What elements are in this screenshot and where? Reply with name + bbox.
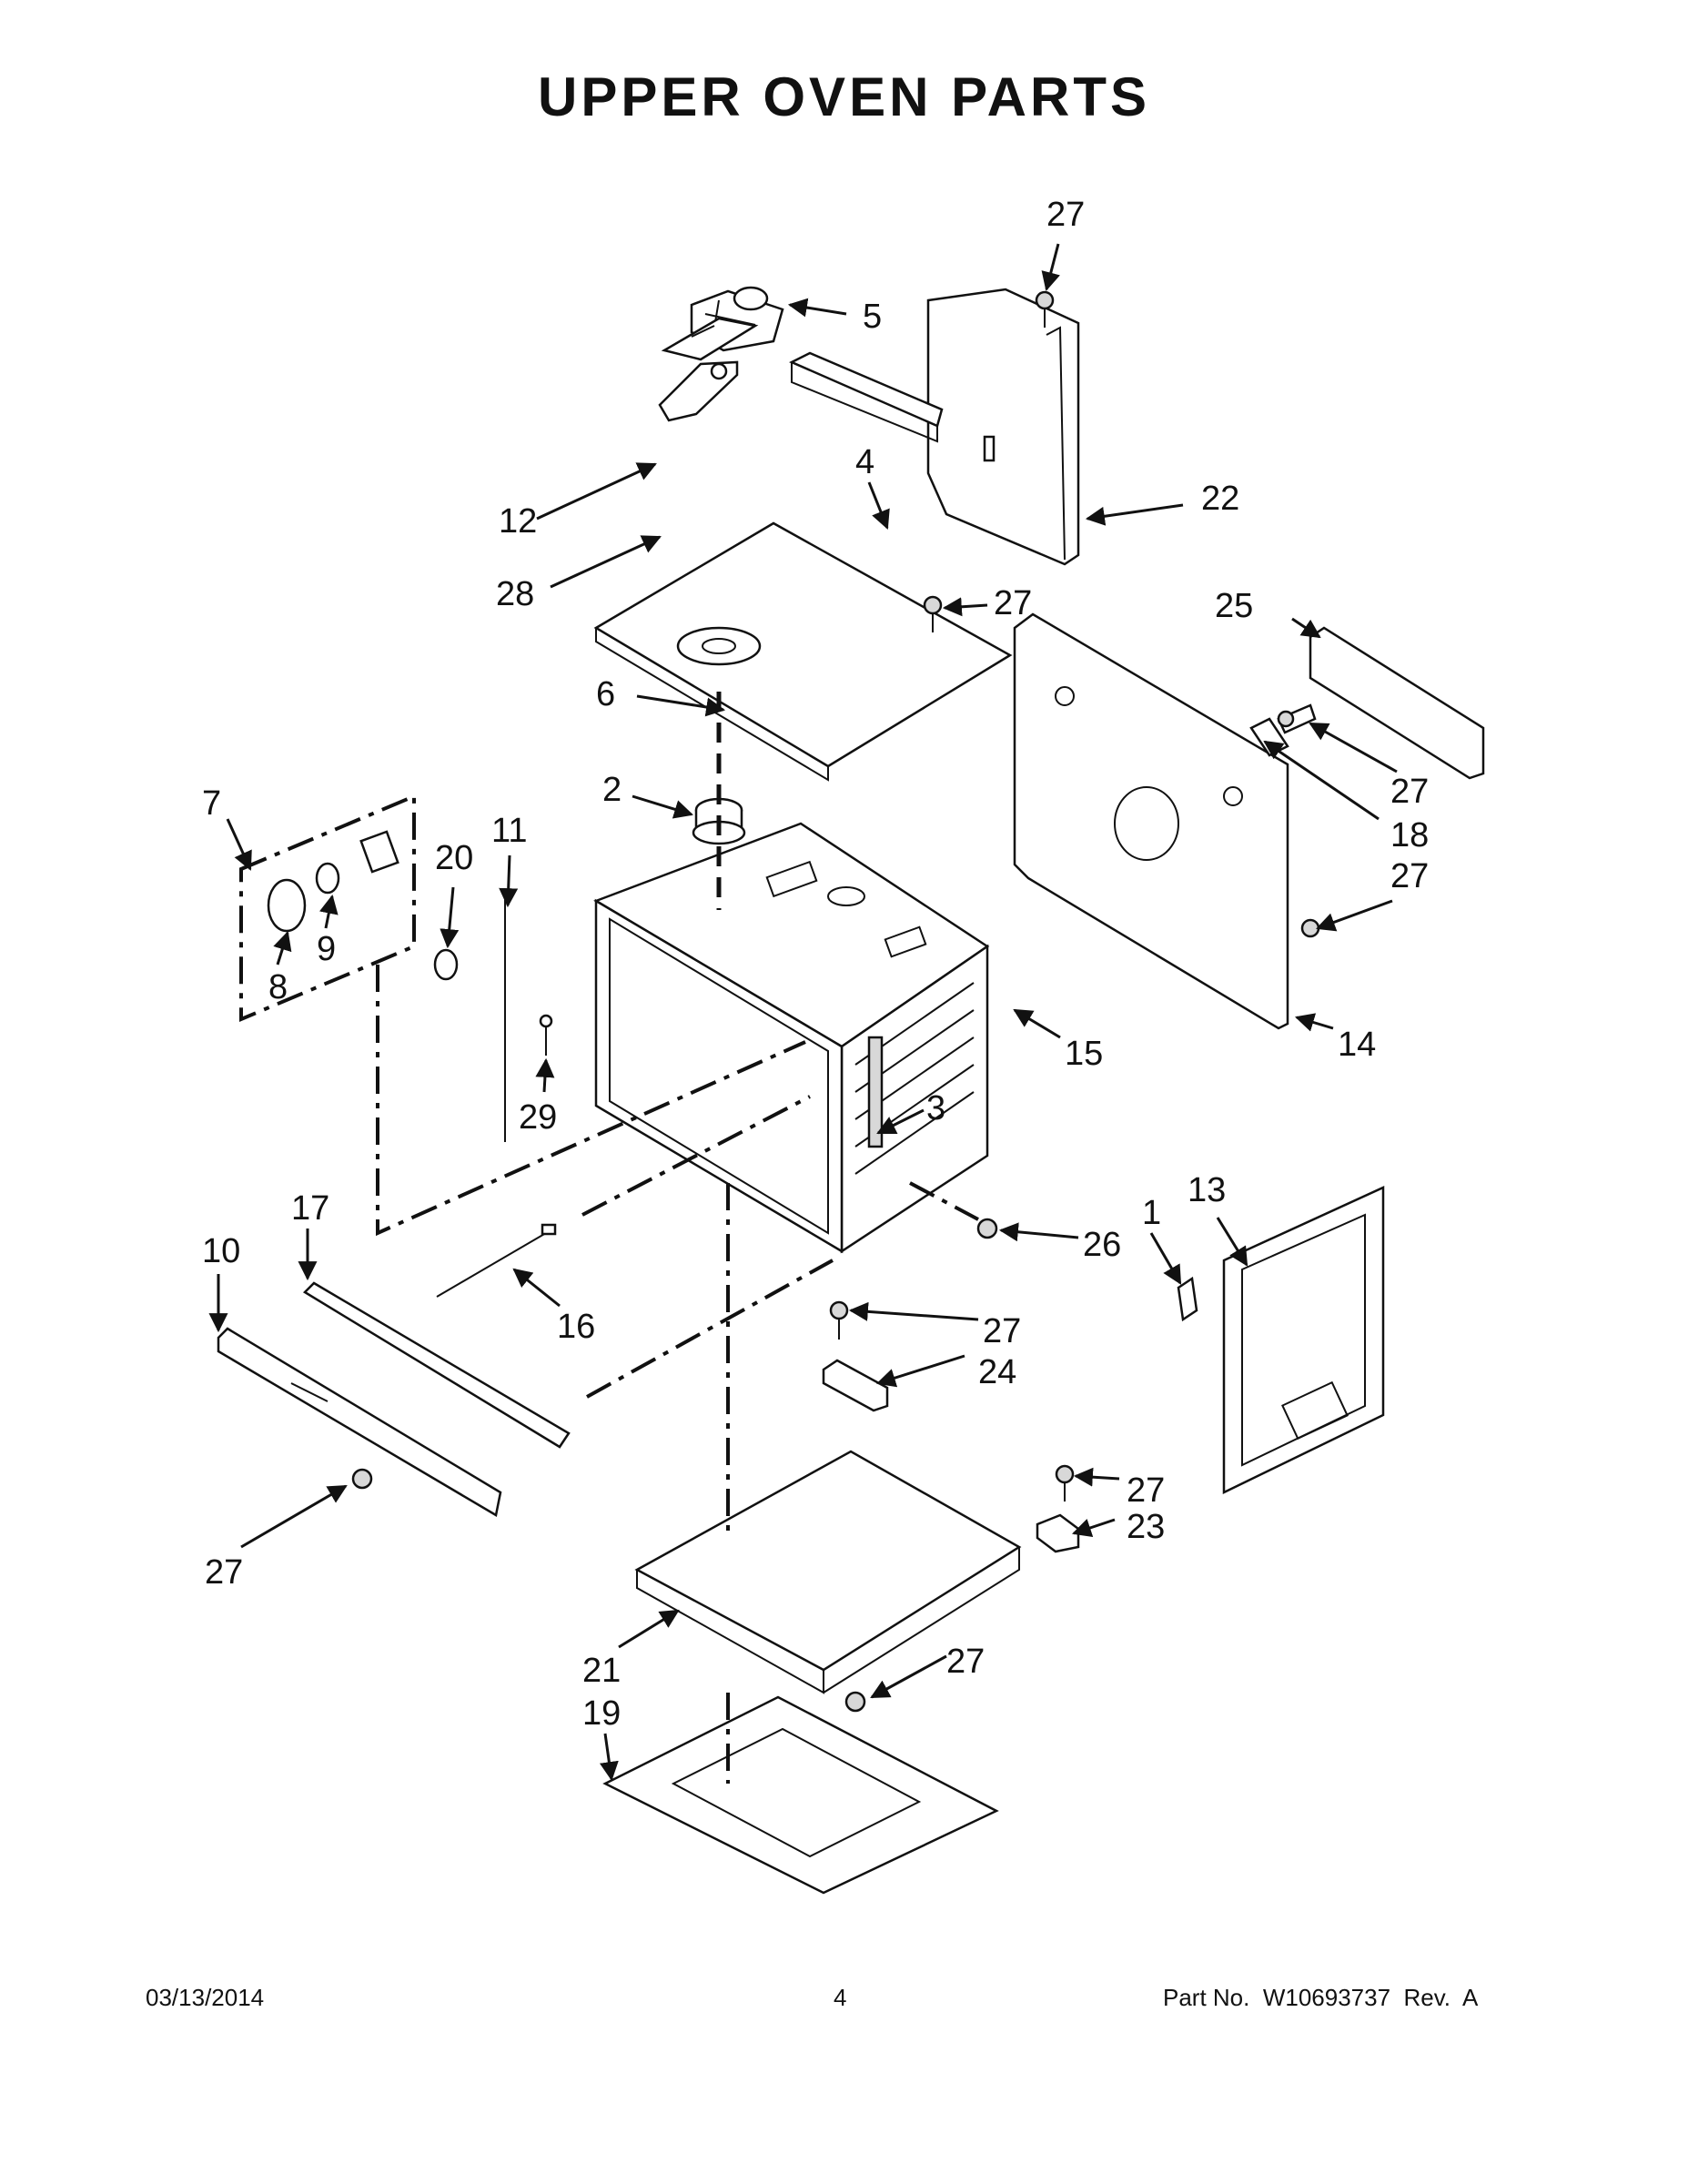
callout-7: 7 <box>202 784 221 823</box>
part-13-rear-duct <box>1222 1186 1385 1494</box>
part-6-top-panel <box>593 521 1013 782</box>
callout-17: 17 <box>291 1189 329 1228</box>
callout-27f: 27 <box>1127 1471 1165 1510</box>
callout-15: 15 <box>1065 1035 1103 1073</box>
callout-11: 11 <box>491 812 527 850</box>
callout-labels: 5 27 4 22 12 28 27 25 6 2 27 18 27 7 20 … <box>202 196 1429 1733</box>
callout-5: 5 <box>863 298 882 336</box>
callout-21: 21 <box>582 1652 621 1690</box>
callout-27c: 27 <box>1390 773 1429 811</box>
assembly-lines <box>376 692 979 1784</box>
part-24-bracket <box>822 1359 889 1412</box>
callout-23: 23 <box>1127 1508 1165 1546</box>
page-title: UPPER OVEN PARTS <box>538 66 1150 127</box>
callout-3: 3 <box>926 1089 945 1127</box>
callout-27h: 27 <box>946 1643 985 1681</box>
callout-27e: 27 <box>983 1312 1021 1350</box>
callout-16: 16 <box>557 1308 595 1346</box>
callout-22: 22 <box>1201 480 1239 518</box>
part-1-clip <box>1177 1276 1198 1322</box>
callout-12: 12 <box>499 502 537 541</box>
footer-page-number: 4 <box>834 1984 847 2011</box>
callout-13: 13 <box>1188 1171 1226 1209</box>
callout-20: 20 <box>435 839 473 877</box>
callout-1: 1 <box>1142 1194 1161 1232</box>
callout-2: 2 <box>602 771 622 809</box>
callout-27b: 27 <box>994 584 1032 622</box>
part-20-button <box>433 948 459 981</box>
callout-25: 25 <box>1215 587 1253 625</box>
leader-arrows <box>208 243 1398 1782</box>
callout-27g: 27 <box>205 1553 243 1592</box>
callout-6: 6 <box>596 675 615 713</box>
callout-28: 28 <box>496 575 534 613</box>
part-28-bracket <box>658 360 739 422</box>
callout-27d: 27 <box>1390 857 1429 895</box>
part-14-side-panel <box>1013 612 1289 1030</box>
callout-19: 19 <box>582 1694 621 1733</box>
part-22-rear-panel <box>926 288 1080 566</box>
callout-24: 24 <box>978 1353 1016 1391</box>
part-16-probe <box>436 1223 557 1298</box>
part-25-bracket <box>1309 626 1485 780</box>
part-23-bracket <box>1036 1513 1080 1553</box>
part-12-bracket <box>661 317 759 361</box>
part-21-bottom-panel <box>634 1450 1022 1694</box>
callout-26: 26 <box>1083 1226 1121 1264</box>
callout-18: 18 <box>1390 816 1429 854</box>
callout-9: 9 <box>317 930 336 968</box>
footer-date: 03/13/2014 <box>146 1984 265 2011</box>
footer-part-number: Part No. W10693737 Rev. A <box>1163 1984 1479 2011</box>
callout-27a: 27 <box>1046 196 1085 234</box>
part-29-screw <box>539 1014 553 1056</box>
callout-14: 14 <box>1338 1026 1376 1064</box>
part-7-control-group <box>239 793 416 1023</box>
part-19-floor-pan <box>602 1695 999 1895</box>
callout-4: 4 <box>855 443 874 481</box>
oven-cavity <box>593 822 990 1254</box>
callout-29: 29 <box>519 1098 557 1137</box>
part-4-vent-channel <box>789 351 944 443</box>
callout-10: 10 <box>202 1232 240 1270</box>
callout-8: 8 <box>268 968 288 1006</box>
part-17-trim <box>302 1281 571 1449</box>
